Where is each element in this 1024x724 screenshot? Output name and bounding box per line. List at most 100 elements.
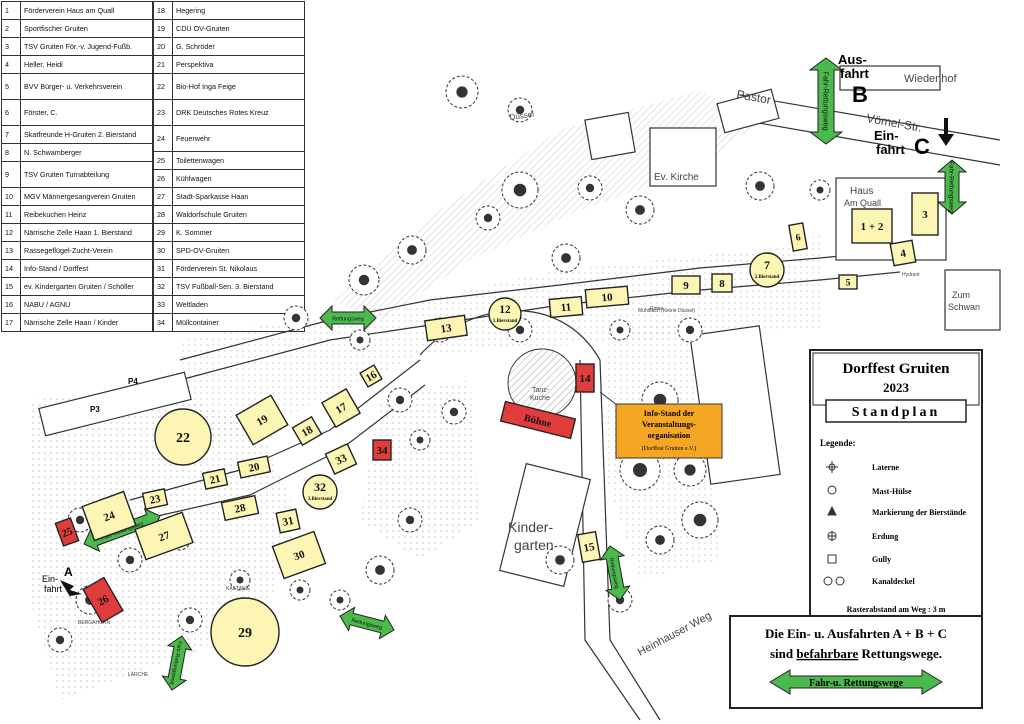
stall-shape [851, 208, 893, 244]
church-label: Ev. Kirche [654, 172, 699, 183]
legend-item-label: Kanaldeckel [872, 577, 915, 586]
stall-number: 7 [764, 258, 770, 272]
stall-3: 3 [911, 192, 939, 236]
stall-shape [235, 394, 289, 446]
stall-shape [154, 408, 212, 466]
notice-line-2: sind befahrbare Rettungswege. [770, 646, 942, 661]
stall-shape [372, 439, 392, 461]
legend-item-label: Gully [872, 555, 891, 564]
stall-shape [424, 314, 468, 342]
heinhauser-weg-label: Heinhauser Weg [636, 610, 714, 659]
stall-shape [889, 239, 917, 267]
haus-label-2: Am Quall [844, 198, 881, 208]
rescue-route-arrows: Fahr-RettungswegFahr-RettungswegRettungs… [83, 57, 968, 691]
beer-stand-label: 1.Bierstand [493, 319, 518, 324]
stall-number: 32 [314, 480, 326, 494]
entry-c-arrow-icon [938, 118, 954, 146]
stall-shape [54, 517, 80, 547]
tree-icon [609, 319, 631, 341]
stall-29: 29 [210, 597, 280, 667]
tree-icon [397, 235, 427, 265]
stall-shape [320, 387, 362, 429]
beer-stand-label: 2.Bierstand [755, 275, 780, 280]
notice-arrow-label: Fahr-u. Rettungswege [809, 678, 904, 689]
rescue-route-label: Rettungsweg [332, 317, 363, 323]
stall-23: 23 [141, 488, 169, 510]
stall-14: 14 [575, 363, 595, 393]
stall-15: 15 [576, 530, 602, 564]
gully-icon [827, 554, 837, 564]
tree-icon [387, 387, 413, 413]
stall-shape [488, 297, 522, 331]
notice-line-2-pre: sind [770, 646, 796, 661]
stall-number: 9 [683, 280, 689, 292]
rescue-route-label: Fahr-Rettungsweg [822, 71, 831, 130]
stall-34: 34 [372, 439, 392, 461]
callout-line-3: organisation [648, 431, 691, 440]
callout-line-4: (Dorffest Gruiten e.V.) [642, 445, 696, 452]
tree-icon [507, 97, 533, 123]
stall-18: 18 [291, 415, 323, 447]
stall-4: 4 [889, 239, 917, 267]
tree-icon [445, 75, 479, 109]
stall-number: 4 [899, 247, 907, 260]
notice-box: Die Ein- u. Ausfahrten A + B + C sind be… [729, 615, 983, 709]
stall-19: 19 [235, 394, 289, 446]
tree-icon [673, 453, 707, 487]
tree-icon [501, 171, 539, 209]
stall-10: 10 [584, 285, 630, 309]
stall-list-name: Närrische Zelle Haan / Kinder [20, 313, 153, 332]
manhole-icon [823, 576, 845, 586]
stall-6: 6 [788, 222, 808, 252]
stall-number: 20 [248, 461, 261, 475]
tree-icon [545, 545, 575, 575]
rescue-route-arrow-icon: Rettungsweg [339, 606, 395, 640]
tree-icon [229, 569, 251, 591]
stall-9: 9 [671, 275, 701, 295]
stall-number: 28 [234, 502, 248, 516]
stall-20: 20 [236, 455, 272, 479]
rescue-route-arrow-icon: Rettungsweg [599, 545, 631, 601]
stall-31: 31 [275, 508, 301, 534]
tree-icon [677, 317, 703, 343]
tree-icon [619, 449, 661, 491]
tree-icon [441, 399, 467, 425]
stall-shape [275, 508, 301, 534]
stall-shape [548, 295, 584, 319]
rescue-route-label: Fahr-Rettungsweg [948, 161, 955, 213]
notice-line-2-post: Rettungswege. [858, 646, 942, 661]
notice-line-2-em: befahrbare [796, 646, 858, 661]
stall-number: 14 [580, 373, 592, 385]
stall-shape [81, 490, 137, 542]
ausfahrt-label-2: fahrt [840, 66, 870, 81]
stall-22: 22 [154, 408, 212, 466]
entry-arrows [60, 118, 954, 600]
stall-number: 1 + 2 [861, 221, 884, 233]
entry-a-arrow-icon [60, 580, 82, 600]
beer-stand-label: 3.Bierstand [308, 497, 333, 502]
stall-number: 10 [601, 291, 614, 304]
tree-icon [283, 305, 309, 331]
kastanie-label: KASTANIE [226, 586, 251, 592]
title-legend-box: Dorffest Gruiten 2023 Standplan Legende:… [809, 349, 983, 621]
year-text: 2023 [883, 380, 910, 395]
ausfahrt-label: Aus- [838, 52, 867, 67]
tree-icon [577, 175, 603, 201]
stall-shape [911, 192, 939, 236]
einfahrt-a-label-2: fahrt [44, 584, 63, 594]
stall-shape [749, 252, 785, 288]
tree-icon [745, 171, 775, 201]
stall-shape [271, 530, 327, 580]
stall-number: 30 [292, 548, 307, 563]
stall-shape [141, 488, 169, 510]
stall-number: 13 [440, 322, 453, 335]
tanzkuche-label-2: Kuche [530, 395, 550, 402]
